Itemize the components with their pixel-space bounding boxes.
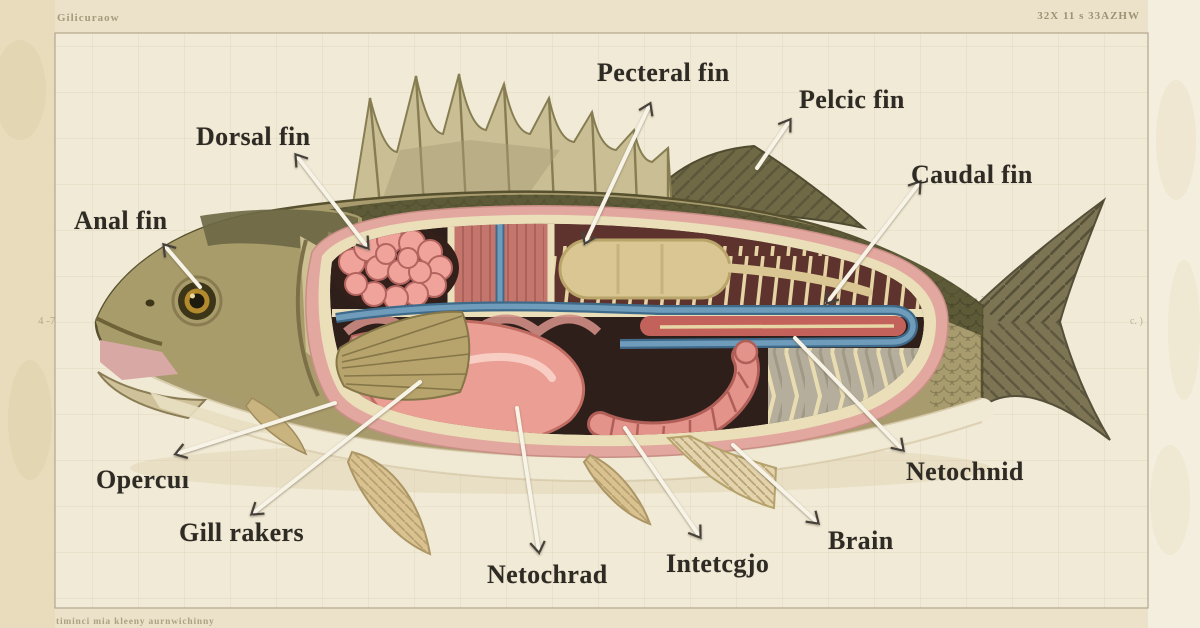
connector-brain: [731, 443, 821, 525]
connector-intetcgjo: [623, 426, 702, 540]
label-connectors: [162, 101, 922, 555]
margin-tick-left: 4 -7: [38, 315, 56, 327]
dorsal-vessel: [335, 303, 916, 347]
pelvic-fin-rear: [582, 453, 652, 526]
label-caudal-fin: Caudal fin: [911, 160, 1033, 189]
connector-dorsal-fin: [294, 152, 370, 251]
connector-anal-fin: [162, 242, 202, 289]
swim-bladder: [558, 238, 732, 300]
operculum-edge: [295, 239, 320, 397]
label-dorsal-fin: Dorsal fin: [196, 122, 311, 151]
margin-tick-right: c. ): [1130, 316, 1143, 327]
connector-pelcic-fin: [755, 117, 792, 170]
label-pelcic-fin: Pelcic fin: [799, 85, 905, 114]
label-netochnid: Netochnid: [906, 457, 1024, 486]
label-brain: Brain: [828, 526, 894, 555]
nostril: [145, 299, 155, 307]
cutaway-section: [305, 205, 949, 458]
connector-gill-rakers: [249, 380, 422, 516]
connector-netochrad: [515, 406, 546, 555]
connector-opercur: [173, 401, 337, 459]
label-netochrad: Netochrad: [487, 560, 608, 589]
margin-note-top-left: Gilicuraow: [57, 12, 120, 24]
connector-pecteral-fin: [581, 101, 654, 246]
anal-fin-shape: [665, 434, 778, 510]
upper-lip: [95, 316, 163, 346]
connector-netochnid: [793, 336, 906, 453]
label-anal-fin: Anal fin: [74, 206, 168, 235]
throat-fin: [245, 397, 308, 456]
pelvic-fin-front: [346, 450, 432, 556]
margin-notes: Gilicuraow 32X 11 s 33AZHW timinci mia k…: [38, 10, 1143, 627]
connector-caudal-fin: [825, 179, 922, 306]
label-gill-rakers: Gill rakers: [179, 518, 304, 547]
mouth-inner: [100, 340, 178, 380]
margin-note-top-right: 32X 11 s 33AZHW: [1037, 10, 1140, 22]
label-pecteral-fin: Pecteral fin: [597, 58, 730, 87]
label-intetcgjo: Intetcgjo: [666, 549, 770, 578]
margin-note-bottom-left: timinci mia kleeny aurnwichinny: [56, 617, 215, 627]
brain-mass: [338, 226, 453, 311]
caudal-fin-shape: [969, 197, 1111, 441]
pectoral-fin: [335, 310, 471, 401]
label-opercur: Opercuı: [96, 465, 190, 494]
